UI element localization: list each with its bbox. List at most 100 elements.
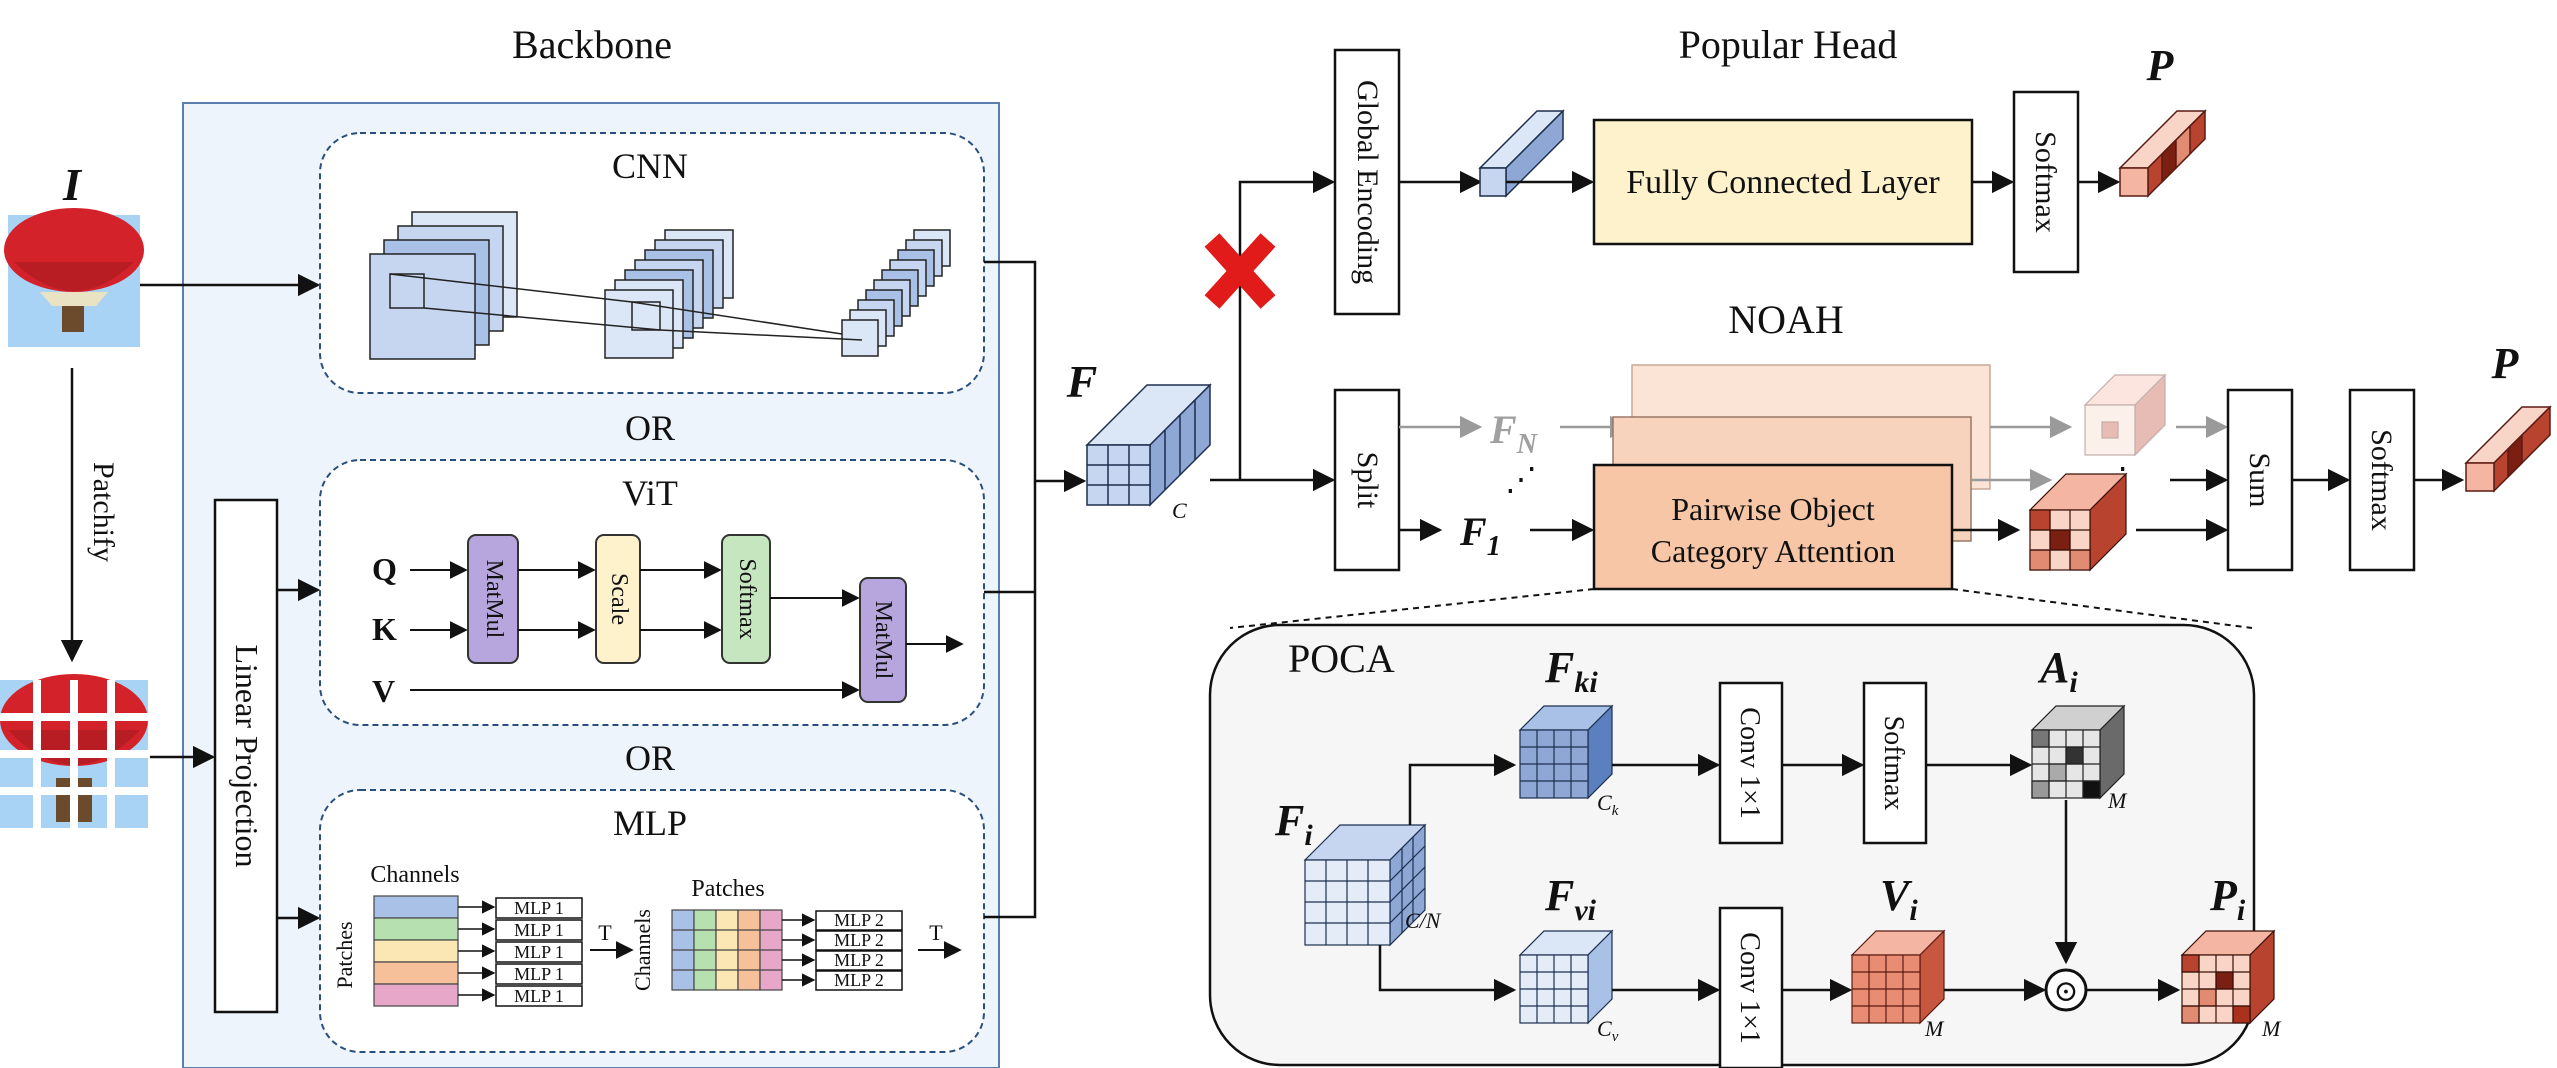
pi-dim: M xyxy=(2261,1016,2282,1041)
popular-head-title: Popular Head xyxy=(1679,22,1898,67)
popular-softmax-label: Softmax xyxy=(2029,131,2062,233)
noah-output-vector xyxy=(2464,405,2552,493)
mlp-patches-label: Patches xyxy=(332,921,357,988)
vi-label: Vi xyxy=(1880,871,1918,927)
fvi-dim: Cv xyxy=(1597,1016,1619,1045)
conv1-box xyxy=(1718,681,1784,845)
vit-matmul-2 xyxy=(859,577,907,703)
svg-text:MLP 2: MLP 2 xyxy=(834,950,884,970)
svg-text:MLP 1: MLP 1 xyxy=(514,920,564,940)
vit-v: V xyxy=(372,673,395,709)
svg-text:MLP 1: MLP 1 xyxy=(514,942,564,962)
svg-text:Softmax: Softmax xyxy=(734,558,760,639)
noah-output-cube xyxy=(2028,472,2128,572)
fi-cube xyxy=(1303,823,1427,947)
conv2-label: Conv 1×1 xyxy=(1734,932,1765,1043)
fully-connected-label: Fully Connected Layer xyxy=(1626,164,1940,201)
svg-text:MLP 1: MLP 1 xyxy=(514,964,564,984)
cnn-feature-maps xyxy=(369,211,951,360)
mlp-patches-label-2: Patches xyxy=(691,876,764,902)
svg-text:⊙: ⊙ xyxy=(2053,975,2078,1008)
pi-label: Pi xyxy=(2209,871,2246,927)
split-label: Split xyxy=(1351,452,1384,509)
svg-text:MLP 1: MLP 1 xyxy=(514,986,564,1006)
svg-text:MatMul: MatMul xyxy=(481,560,507,639)
blocked-path-cross-icon xyxy=(1204,233,1276,309)
mlp-channel-bands xyxy=(671,909,783,991)
svg-text:Scale: Scale xyxy=(606,573,632,625)
fki-label: Fki xyxy=(1544,643,1598,699)
sum-box xyxy=(2226,388,2294,572)
fi-dim: C/N xyxy=(1405,908,1442,933)
feature-cube xyxy=(1085,383,1212,507)
split-box xyxy=(1333,388,1401,572)
or-label-1: OR xyxy=(625,408,675,448)
pi-cube xyxy=(2180,929,2276,1025)
poca-block-line1: Pairwise Object xyxy=(1671,491,1875,527)
poca-title: POCA xyxy=(1288,636,1395,681)
sum-label: Sum xyxy=(2243,452,2276,507)
fi-label: Fi xyxy=(1274,796,1313,852)
poca-softmax-box xyxy=(1862,681,1928,845)
noah-ellipsis: ⋰ xyxy=(1505,461,1537,497)
mlp1-stack: MLP 1 MLP 1 MLP 1 MLP 1 MLP 1 xyxy=(458,897,583,1007)
conv2-box xyxy=(1718,906,1784,1068)
patchify-label: Patchify xyxy=(87,462,120,562)
global-encoding-box xyxy=(1333,48,1401,316)
mlp-patch-bands xyxy=(373,895,459,1007)
conv1-label: Conv 1×1 xyxy=(1734,707,1765,818)
mlp-title: MLP xyxy=(613,803,687,843)
svg-text:MatMul: MatMul xyxy=(870,601,896,680)
noah-output-label: P xyxy=(2491,339,2520,388)
ai-label: Ai xyxy=(2037,643,2078,699)
cnn-title: CNN xyxy=(612,146,688,186)
backbone-title: Backbone xyxy=(512,22,672,67)
global-encoding-label: Global Encoding xyxy=(1351,80,1384,284)
fully-connected-box xyxy=(1592,118,1974,246)
svg-text:MLP 2: MLP 2 xyxy=(834,910,884,930)
global-vector xyxy=(1478,109,1565,198)
fvi-cube xyxy=(1518,929,1614,1025)
vi-cube xyxy=(1850,929,1946,1025)
linear-projection-box xyxy=(213,498,279,1014)
mlp2-stack: MLP 2 MLP 2 MLP 2 MLP 2 xyxy=(782,910,903,991)
noah-softmax-label: Softmax xyxy=(2365,429,2398,531)
popular-softmax-box xyxy=(2012,90,2080,274)
poca-block xyxy=(1592,463,1954,591)
f1-label: F1 xyxy=(1459,509,1501,562)
noah-output-cube-ghost xyxy=(2083,373,2167,457)
ai-dim: M xyxy=(2107,788,2128,813)
svg-text:MLP 2: MLP 2 xyxy=(834,970,884,990)
noah-title: NOAH xyxy=(1728,297,1844,342)
mlp-channels-label: Channels xyxy=(370,862,459,888)
input-label: I xyxy=(62,159,83,210)
vi-dim: M xyxy=(1924,1016,1945,1041)
popular-output-label: P xyxy=(2146,41,2175,90)
backbone-merge-lines xyxy=(984,260,1037,919)
fki-dim: Ck xyxy=(1597,790,1619,819)
svg-text:MLP 1: MLP 1 xyxy=(514,898,564,918)
linear-projection-label: Linear Projection xyxy=(229,644,265,867)
feature-dim: C xyxy=(1172,498,1187,523)
poca-block-line2: Category Attention xyxy=(1651,533,1895,569)
vit-scale xyxy=(595,534,641,664)
vit-k: K xyxy=(372,611,397,647)
balloon-image xyxy=(4,208,144,347)
vit-title: ViT xyxy=(622,473,678,513)
vit-q: Q xyxy=(372,551,397,587)
feature-label: F xyxy=(1066,356,1098,407)
poca-softmax-label: Softmax xyxy=(1878,716,1909,811)
fn-label: FN xyxy=(1489,407,1539,460)
mlp-transpose-2: T xyxy=(929,920,943,945)
or-label-2: OR xyxy=(625,738,675,778)
svg-text:MLP 2: MLP 2 xyxy=(834,930,884,950)
mlp-transpose-1: T xyxy=(598,920,612,945)
noah-softmax-box xyxy=(2348,388,2416,572)
ai-cube xyxy=(2030,704,2126,800)
fvi-label: Fvi xyxy=(1544,871,1597,927)
fki-cube xyxy=(1518,704,1614,800)
vit-matmul-1 xyxy=(467,534,519,664)
patch-grid-image xyxy=(0,674,148,828)
mlp-channels-label-2: Channels xyxy=(630,909,655,991)
